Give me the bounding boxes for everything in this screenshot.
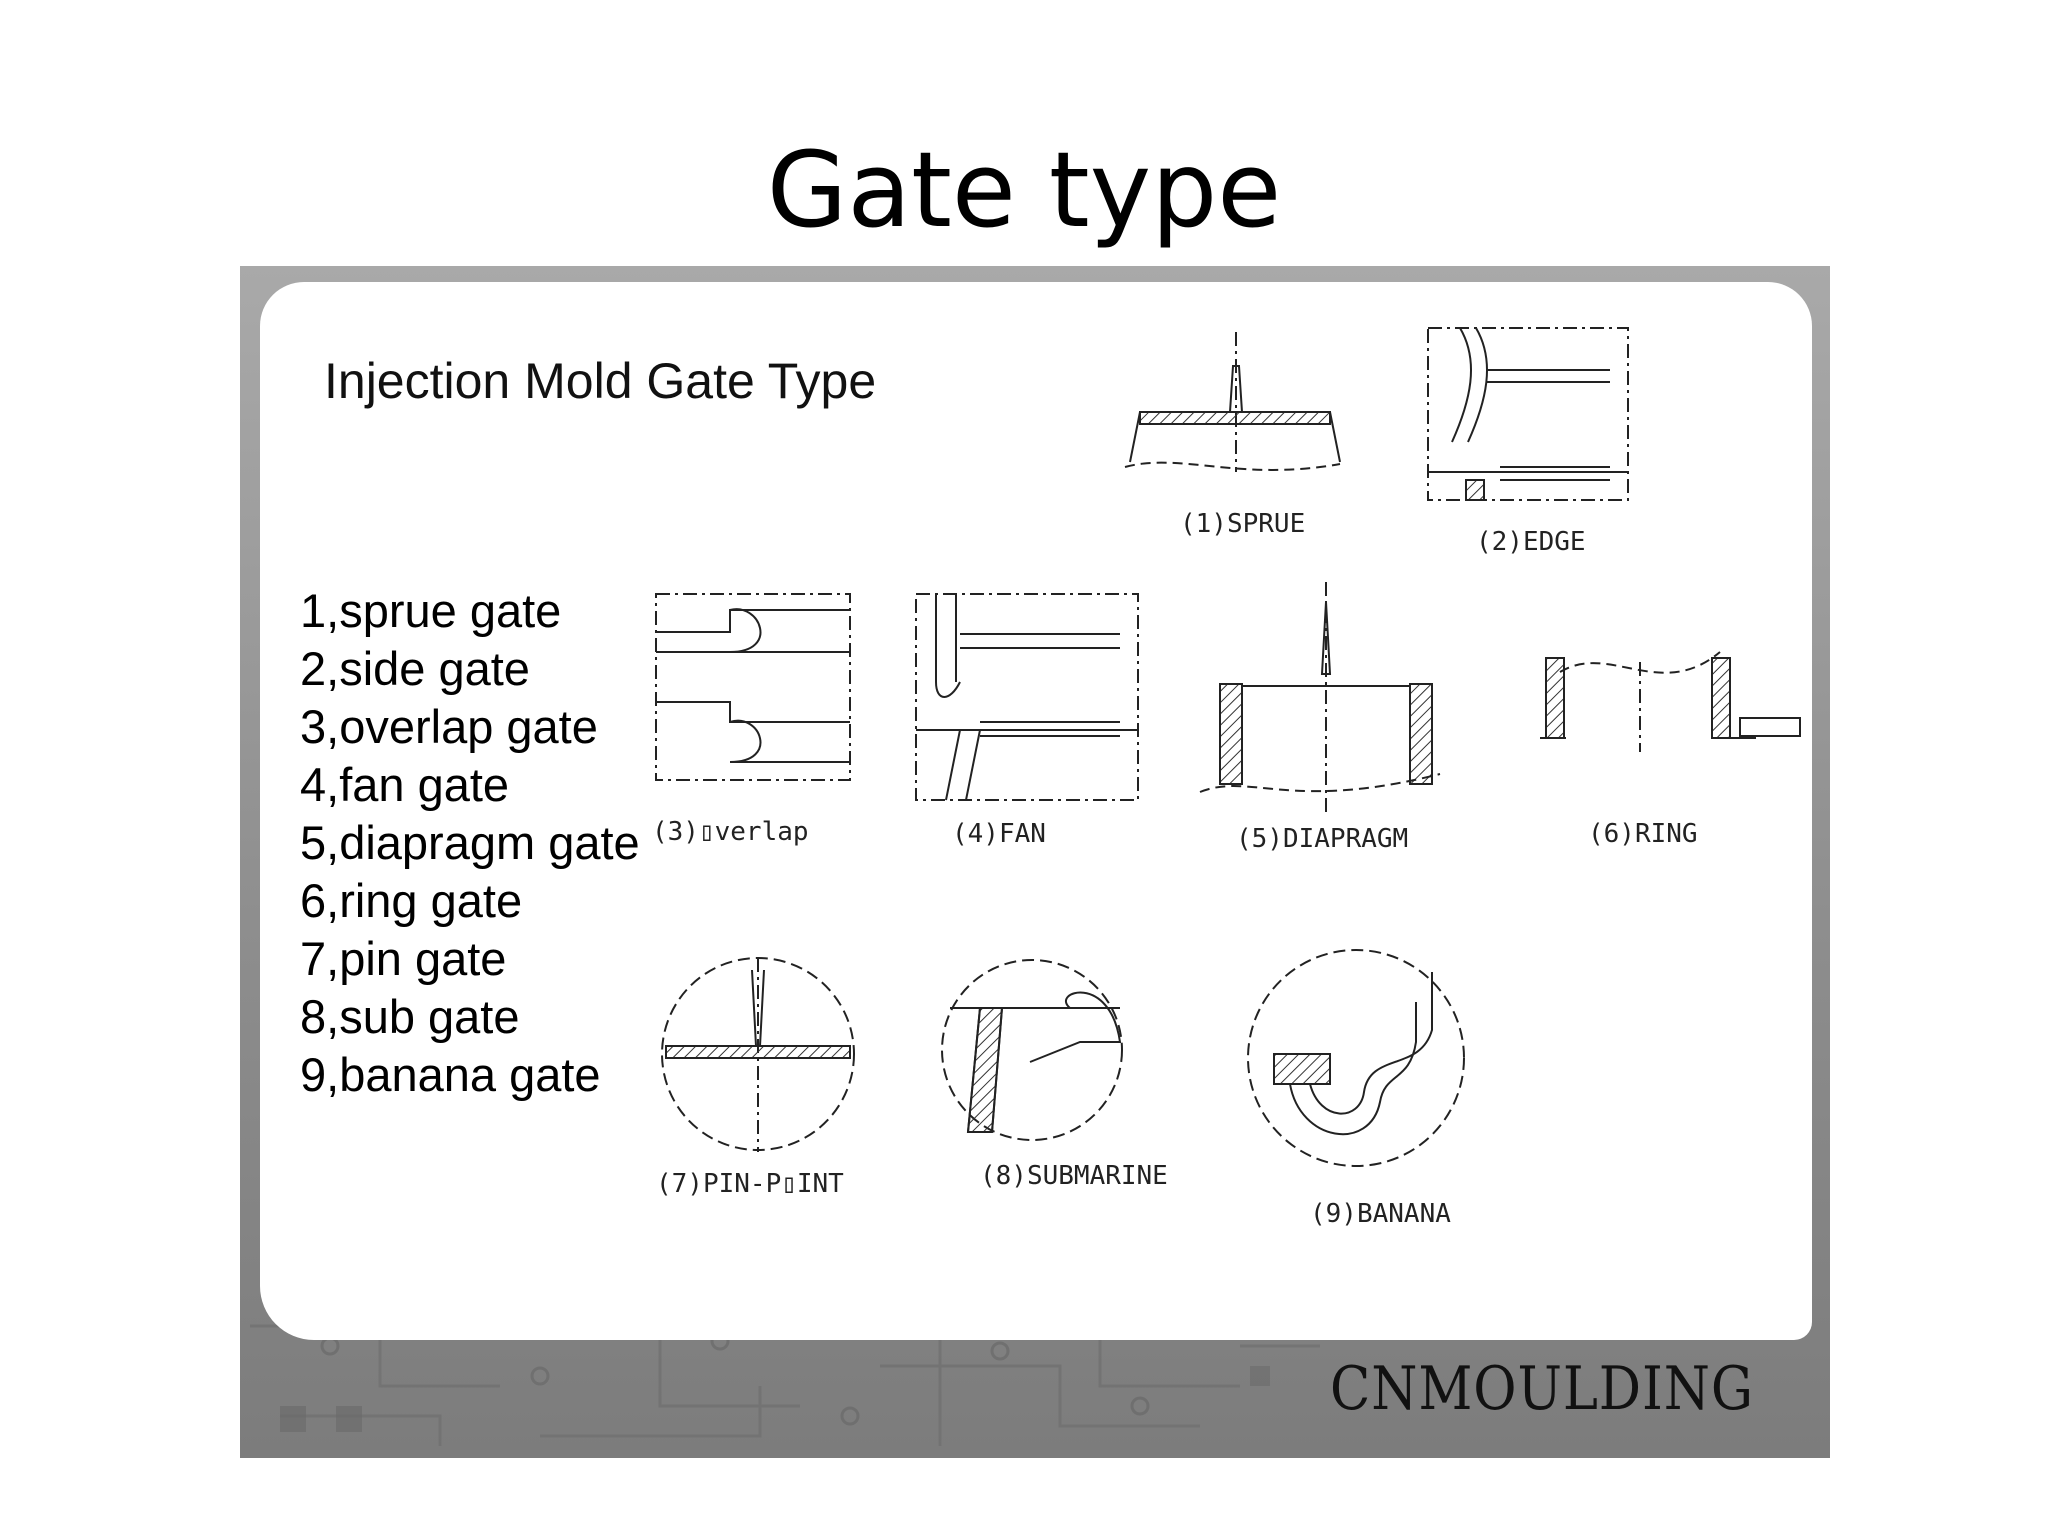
submarine-caption: (8)SUBMARINE — [980, 1161, 1168, 1191]
list-item: 7,pin gate — [300, 932, 507, 985]
ring-caption: (6)RING — [1588, 819, 1698, 849]
submarine-gate-diagram: (8)SUBMARINE — [941, 959, 1168, 1191]
diapragm-caption: (5)DIAPRAGM — [1236, 824, 1408, 854]
diapragm-gate-diagram: (5)DIAPRAGM — [1199, 582, 1441, 854]
slide-title: Gate type — [766, 129, 1282, 251]
overlap-gate-diagram: (3)▯verlap — [652, 593, 851, 847]
pin-point-caption: (7)PIN-P▯INT — [656, 1169, 844, 1199]
banana-gate-diagram: (9)BANANA — [1247, 949, 1465, 1229]
gate-type-list: 1,sprue gate 2,side gate 3,overlap gate … — [300, 582, 640, 1104]
fan-gate-diagram: (4)FAN — [915, 593, 1139, 849]
brand-logo-text: CNMOULDING — [1330, 1354, 1754, 1424]
list-item: 1,sprue gate — [300, 584, 562, 637]
list-item: 3,overlap gate — [300, 700, 598, 753]
overlap-caption: (3)▯verlap — [652, 817, 809, 847]
list-item: 4,fan gate — [300, 758, 510, 811]
gate-diagrams: (1)SPRUE (2)EDGE (3)▯ve — [652, 327, 1801, 1229]
sprue-gate-diagram: (1)SPRUE — [1124, 332, 1341, 539]
list-item: 9,banana gate — [300, 1048, 601, 1101]
edge-gate-diagram: (2)EDGE — [1427, 327, 1629, 557]
white-content-card: Injection Mold Gate Type 1,sprue gate 2,… — [260, 282, 1812, 1340]
panel-heading: Injection Mold Gate Type — [324, 353, 877, 409]
list-item: 5,diapragm gate — [300, 816, 640, 869]
edge-caption: (2)EDGE — [1476, 527, 1586, 557]
gate-type-panel: Injection Mold Gate Type 1,sprue gate 2,… — [240, 266, 1830, 1458]
fan-caption: (4)FAN — [952, 819, 1046, 849]
list-item: 8,sub gate — [300, 990, 520, 1043]
list-item: 6,ring gate — [300, 874, 523, 927]
list-item: 2,side gate — [300, 642, 530, 695]
ring-gate-diagram: (6)RING — [1540, 651, 1801, 849]
sprue-caption: (1)SPRUE — [1180, 509, 1305, 539]
banana-caption: (9)BANANA — [1310, 1199, 1451, 1229]
pin-point-gate-diagram: (7)PIN-P▯INT — [656, 957, 855, 1199]
